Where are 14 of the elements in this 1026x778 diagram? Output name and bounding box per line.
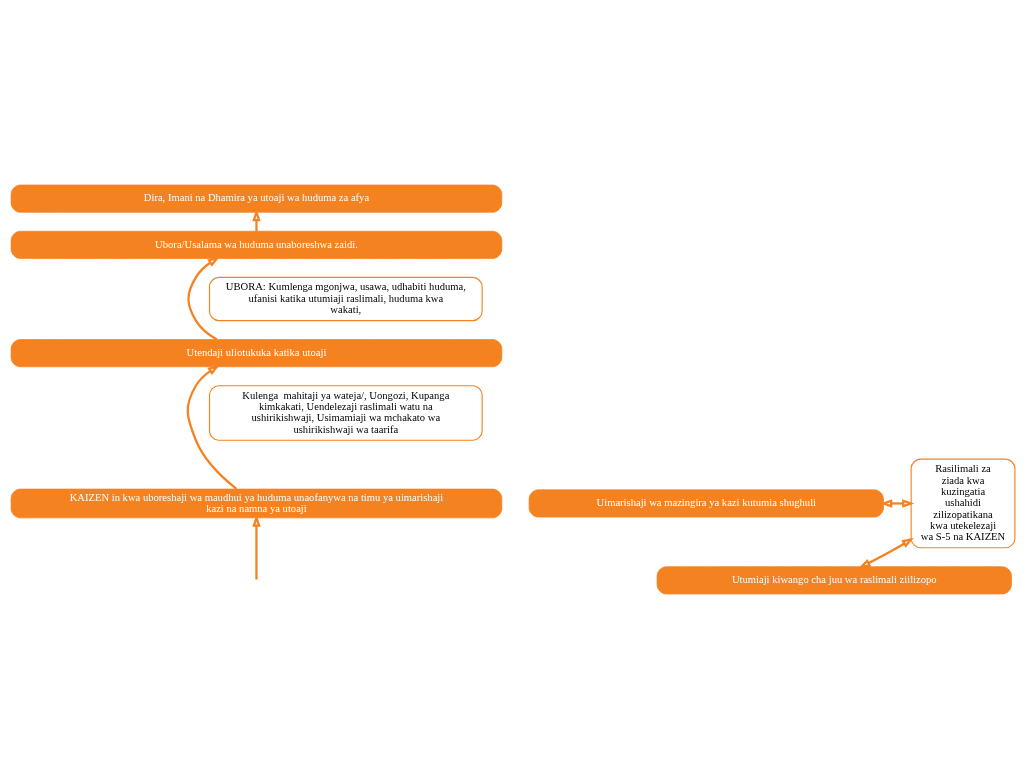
node-box: KAIZEN in kwa uboreshaji wa maudhui ya huduma unaofanywa na timu ya uimarishaji kazi na namna ya utoaji bbox=[10, 488, 503, 518]
node-box: UBORA: Kumlenga mgonjwa, usawa, udhabiti huduma, ufanisi katika utumiaji raslimali, huduma kwa wakati, bbox=[208, 276, 483, 321]
node-box: Kulenga mahitaji ya wateja/, Uongozi, Kupanga kimkakati, Uendelezaji raslimali watu na ushirikishwaji, Usimamiaji wa mchakato wa ushirikishwaji wa taarifa bbox=[208, 384, 483, 441]
node-box: Dira, Imani na Dhamira ya utoaji wa huduma za afya bbox=[10, 184, 503, 213]
arrow bbox=[186, 364, 238, 490]
arrow bbox=[252, 514, 261, 580]
node-box: Utendaji uliotukuka katika utoaji bbox=[10, 338, 503, 367]
arrow bbox=[858, 537, 914, 568]
node-box: Utumiaji kiwango cha juu wa raslimali ziilizopo bbox=[656, 565, 1012, 594]
node-box: Uimarishaji wa mazingira ya kazi kutumia shughuli bbox=[528, 488, 884, 517]
arrow bbox=[880, 498, 915, 508]
arrow bbox=[187, 256, 220, 340]
node-box: Rasilimali za ziada kwa kuzingatia ushahidi zilizopatikana kwa utekelezaji wa S-5 na KAIZEN bbox=[910, 458, 1016, 548]
node-box: Ubora/Usalama wa huduma unaboreshwa zaidi. bbox=[10, 230, 503, 259]
